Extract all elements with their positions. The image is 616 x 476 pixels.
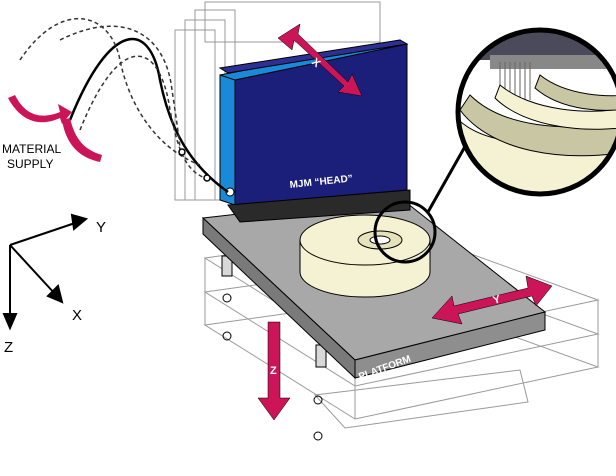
axis-x-arrowhead	[46, 284, 64, 304]
built-part	[299, 214, 431, 298]
platform-legs	[221, 255, 327, 441]
lens-part-layer-recess	[534, 74, 616, 111]
magnifier-small-circle	[373, 200, 437, 264]
part-hole	[369, 235, 391, 245]
down-arrow-icon	[257, 321, 291, 421]
lens-head-bottom	[458, 30, 616, 60]
screw-icon	[313, 395, 323, 405]
material-supply-label-line1: MATERIAL	[2, 142, 61, 156]
curved-arrow-icon	[8, 95, 72, 124]
axis-x-label: X	[72, 307, 82, 324]
lens-part-layer-new	[494, 84, 616, 130]
screw-icon	[222, 293, 232, 303]
material-supply-label-line2: SUPPLY	[7, 157, 53, 171]
supply-hose-ghost	[59, 25, 181, 151]
z-motion-arrow: Z	[257, 321, 291, 421]
y-motion-label: Y	[492, 293, 503, 307]
axis-z-arrowhead	[2, 313, 18, 331]
supply-hose-ghost	[19, 18, 201, 166]
head-left-face	[219, 74, 236, 206]
screw-icon	[313, 431, 323, 441]
hose-connector-icon	[178, 148, 186, 156]
axis-x-line	[9, 244, 57, 296]
magnified-lens	[455, 27, 616, 197]
platform-right-edge	[354, 311, 546, 379]
double-arrow-icon	[277, 23, 363, 97]
mjm-head: MJM “HEAD”	[218, 39, 411, 223]
z-motion-label: Z	[270, 365, 277, 377]
material-supply-arrows	[8, 95, 102, 162]
lens-rim	[455, 27, 616, 197]
axis-triad	[2, 213, 89, 331]
head-base	[227, 189, 411, 223]
supply-hose-active	[68, 38, 229, 194]
lens-part-layer-shade	[459, 94, 616, 157]
screw-icon	[222, 331, 232, 341]
supply-hose-ghost	[79, 55, 206, 179]
platform-ghost-4	[313, 369, 529, 429]
y-motion-arrow: Y	[431, 275, 553, 325]
supply-hoses	[19, 18, 229, 194]
double-arrow-icon	[431, 275, 553, 325]
axis-y-line	[9, 221, 79, 246]
axis-y-arrowhead	[70, 213, 89, 231]
curved-arrow-icon	[62, 118, 102, 162]
axis-y-label: Y	[96, 219, 106, 236]
hose-connector-icon	[203, 174, 211, 182]
axis-z-label: Z	[4, 339, 13, 356]
lens-nozzle-plate	[490, 55, 616, 69]
